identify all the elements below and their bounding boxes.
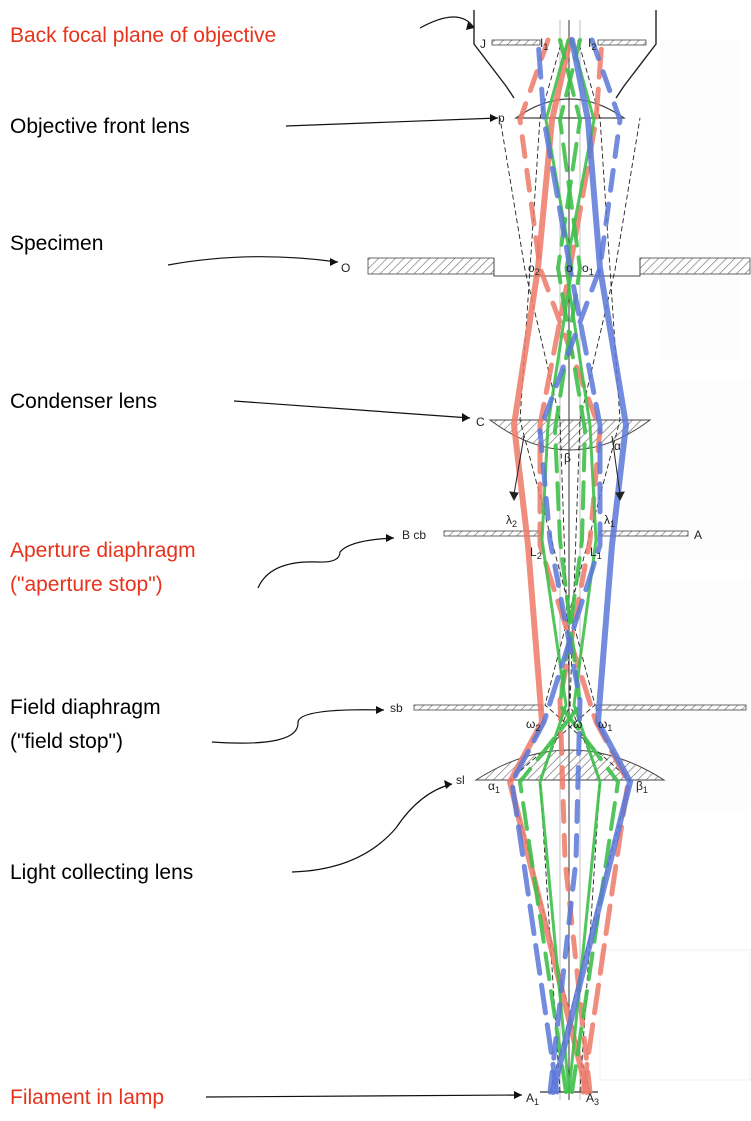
label-back-focal-plane: Back focal plane of objective: [10, 24, 276, 47]
label-aperture-diaphragm: Aperture diaphragm: [10, 539, 196, 562]
svg-text:I2: I2: [588, 36, 596, 52]
label-aperture-stop: ("aperture stop"): [10, 573, 163, 596]
label-objective-front-lens: Objective front lens: [10, 115, 190, 138]
symbol-L1: L: [590, 545, 597, 559]
symbol-J: J: [480, 37, 486, 51]
symbol-p: p: [498, 111, 505, 125]
symbol-omega2-sub: 2: [535, 723, 540, 733]
symbol-sl: sl: [456, 773, 465, 787]
label-arrows: [167, 16, 523, 1098]
symbol-lambda2-sub: 2: [512, 519, 517, 529]
symbol-I2-sub: 2: [591, 42, 596, 52]
svg-text:o1: o1: [582, 261, 594, 277]
symbol-o1-sub: 1: [589, 267, 594, 277]
symbol-L1-sub: 1: [597, 551, 602, 561]
label-specimen: Specimen: [10, 232, 103, 255]
symbol-A1: A: [526, 1091, 534, 1105]
symbol-o2-sub: 2: [535, 267, 540, 277]
symbol-lambda1-sub: 1: [610, 519, 615, 529]
label-filament-in-lamp: Filament in lamp: [10, 1086, 164, 1109]
background-text-ghost: [599, 40, 751, 1081]
symbol-o2: o: [528, 261, 535, 275]
symbol-beta1: β: [636, 779, 643, 793]
symbol-o: o: [566, 261, 573, 275]
label-light-collecting-lens: Light collecting lens: [10, 861, 193, 884]
svg-text:L1: L1: [590, 545, 602, 561]
symbol-beta: β: [564, 451, 571, 465]
specimen-slide: [367, 257, 751, 277]
label-field-stop: ("field stop"): [10, 730, 123, 753]
symbol-I2: I: [588, 36, 591, 50]
symbol-O: O: [341, 261, 350, 275]
lambda-arrows: [509, 435, 625, 502]
svg-text:I1: I1: [540, 36, 548, 52]
symbol-A3: A: [586, 1091, 594, 1105]
svg-text:ω2: ω2: [526, 717, 540, 733]
symbol-L2: L: [530, 545, 537, 559]
symbol-omega2: ω: [526, 717, 535, 731]
symbol-omega1: ω: [598, 717, 607, 731]
symbol-I1-sub: 1: [543, 42, 548, 52]
svg-text:β1: β1: [636, 779, 648, 795]
symbol-alpha1: α: [488, 779, 495, 793]
objective-front-lens: [514, 98, 626, 119]
svg-text:α1: α1: [488, 779, 500, 795]
symbol-lambda2: λ: [506, 513, 512, 527]
symbol-L2-sub: 2: [537, 551, 542, 561]
aperture-diaphragm-bar: [443, 530, 689, 537]
symbol-sb: sb: [390, 701, 403, 715]
symbol-A3-sub: 3: [594, 1097, 599, 1107]
symbol-alpha1-sub: 1: [495, 785, 500, 795]
svg-text:o2: o2: [528, 261, 540, 277]
symbol-beta1-sub: 1: [643, 785, 648, 795]
symbol-omega1-sub: 1: [607, 723, 612, 733]
svg-text:A1: A1: [526, 1091, 539, 1107]
symbol-lambda1: λ: [604, 513, 610, 527]
back-focal-plane: [491, 39, 647, 46]
svg-text:ω1: ω1: [598, 717, 612, 733]
symbol-I1: I: [540, 36, 543, 50]
label-condenser-lens: Condenser lens: [10, 390, 157, 413]
symbol-B-cb: B cb: [402, 528, 426, 542]
label-field-diaphragm: Field diaphragm: [10, 696, 161, 719]
svg-text:A3: A3: [586, 1091, 599, 1107]
symbol-A: A: [694, 528, 702, 542]
svg-text:λ2: λ2: [506, 513, 517, 529]
label-arrowheads: [330, 22, 522, 1099]
symbol-omega: ω: [573, 717, 582, 731]
symbol-alpha: α: [614, 439, 621, 453]
svg-text:λ1: λ1: [604, 513, 615, 529]
symbol-A1-sub: 1: [534, 1097, 539, 1107]
svg-text:L2: L2: [530, 545, 542, 561]
condenser-lens: [488, 419, 652, 451]
symbol-o1: o: [582, 261, 589, 275]
symbol-C: C: [476, 415, 485, 429]
